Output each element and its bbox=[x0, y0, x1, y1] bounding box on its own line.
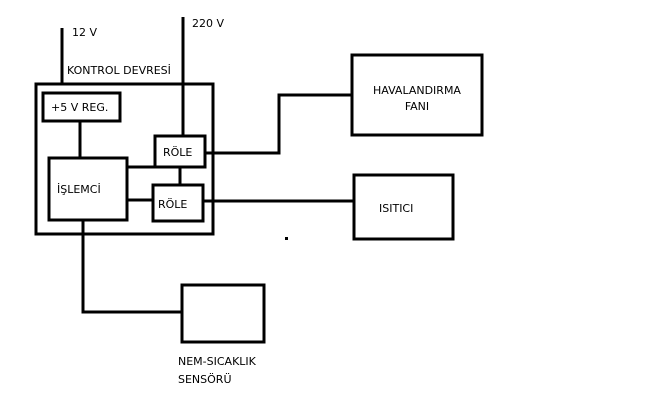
sensor-box bbox=[180, 283, 266, 344]
label-processor: İŞLEMCİ bbox=[57, 183, 101, 196]
label-relay-top: RÖLE bbox=[163, 146, 192, 159]
label-fan-line1: HAVALANDIRMA bbox=[373, 84, 461, 97]
label-regulator: +5 V REG. bbox=[51, 101, 108, 114]
relay-bottom-box bbox=[151, 183, 205, 223]
label-sensor-line2: SENSÖRÜ bbox=[178, 373, 232, 386]
label-220v: 220 V bbox=[192, 17, 224, 30]
wire-processor-sensor bbox=[81, 220, 182, 314]
control-circuit-box bbox=[34, 82, 215, 236]
processor-box bbox=[47, 156, 129, 222]
stray-dot bbox=[285, 237, 288, 240]
label-sensor-line1: NEM-SICAKLIK bbox=[178, 355, 257, 368]
label-control-circuit: KONTROL DEVRESİ bbox=[67, 64, 171, 77]
heater-box bbox=[352, 173, 455, 241]
label-fan-line2: FANI bbox=[405, 100, 429, 113]
label-heater: ISITICI bbox=[379, 202, 413, 215]
wire-relay-fan bbox=[205, 93, 352, 155]
label-relay-bottom: RÖLE bbox=[158, 198, 187, 211]
label-12v: 12 V bbox=[72, 26, 97, 39]
